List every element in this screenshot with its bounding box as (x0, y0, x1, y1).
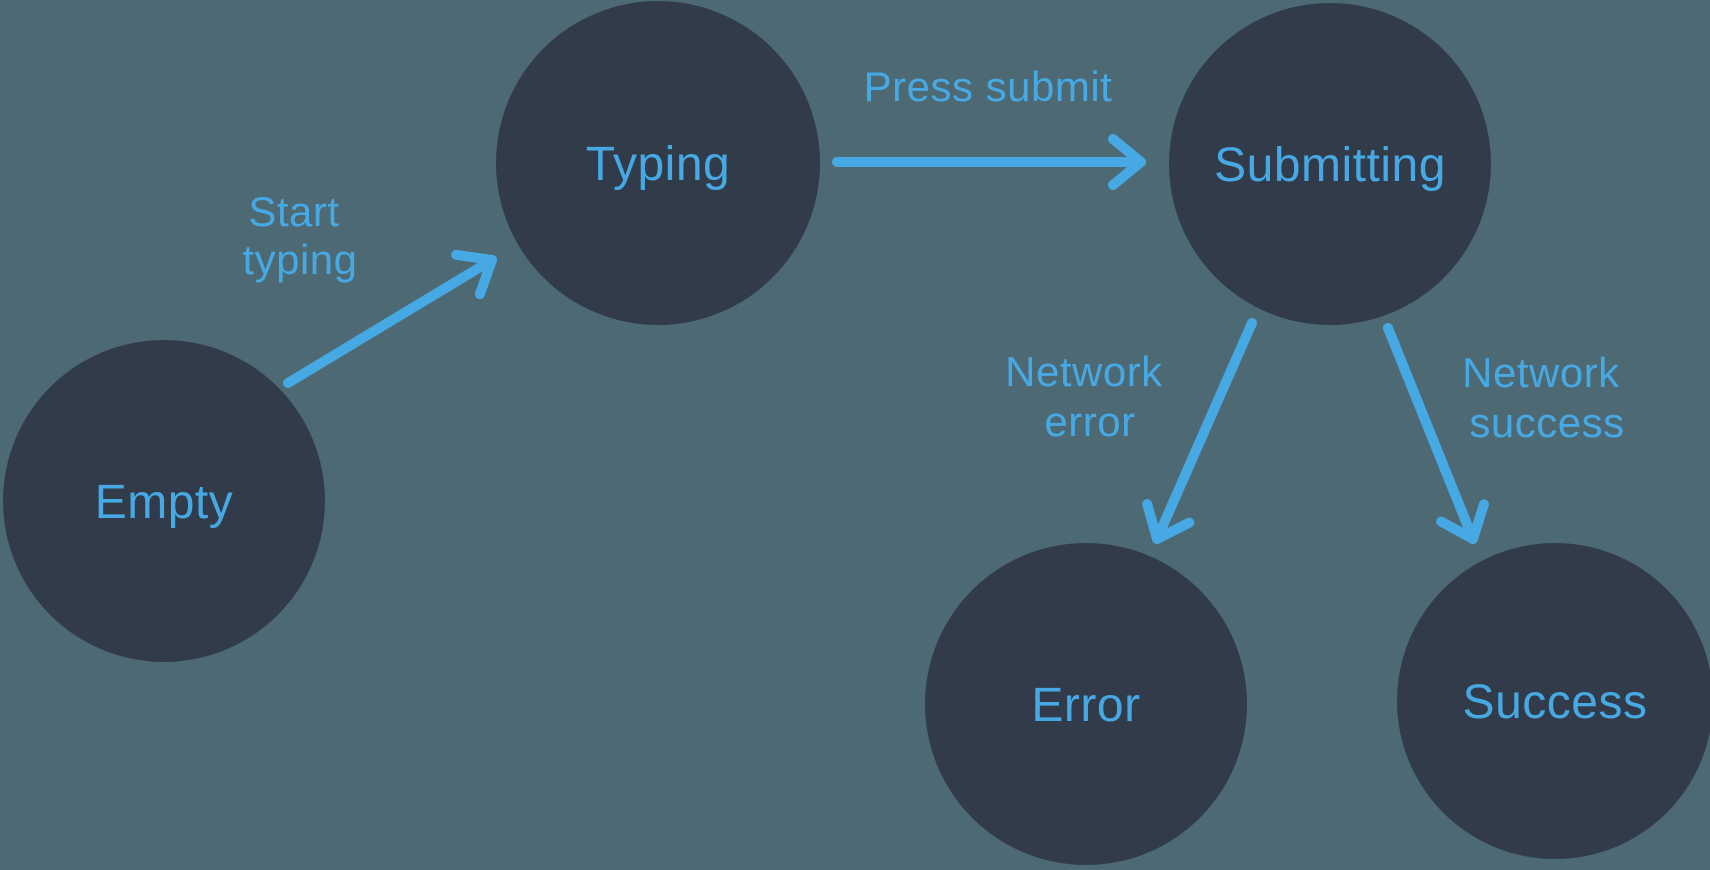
state-circle-submitting (1169, 3, 1491, 325)
state-label-empty: Empty (95, 476, 234, 529)
transition-network-success: Network success (1383, 323, 1632, 544)
state-circle-success (1397, 543, 1710, 859)
state-node-success: Success (1397, 543, 1710, 859)
state-label-error: Error (1031, 679, 1140, 732)
transition-start-typing: Start typing (242, 188, 497, 388)
state-label-success: Success (1463, 676, 1648, 729)
transition-press-submit: Press submit (832, 63, 1146, 190)
state-circle-typing (496, 1, 820, 325)
arrow-submitting-to-error (1142, 318, 1257, 544)
state-label-typing: Typing (586, 138, 730, 191)
transition-label-press-submit: Press submit (864, 63, 1113, 110)
arrow-submitting-to-success (1383, 323, 1489, 544)
transition-label-network-success: Network success (1462, 349, 1632, 446)
state-node-typing: Typing (496, 1, 820, 325)
state-node-empty: Empty (3, 340, 325, 662)
state-label-submitting: Submitting (1214, 139, 1446, 192)
state-circle-empty (3, 340, 325, 662)
state-circle-error (925, 543, 1247, 865)
transition-label-start-typing: Start typing (242, 188, 357, 283)
arrow-empty-to-typing (283, 249, 497, 388)
state-node-submitting: Submitting (1169, 3, 1491, 325)
state-node-error: Error (925, 543, 1247, 865)
transition-label-network-error: Network error (1005, 348, 1175, 445)
transition-network-error: Network error (1005, 318, 1257, 544)
